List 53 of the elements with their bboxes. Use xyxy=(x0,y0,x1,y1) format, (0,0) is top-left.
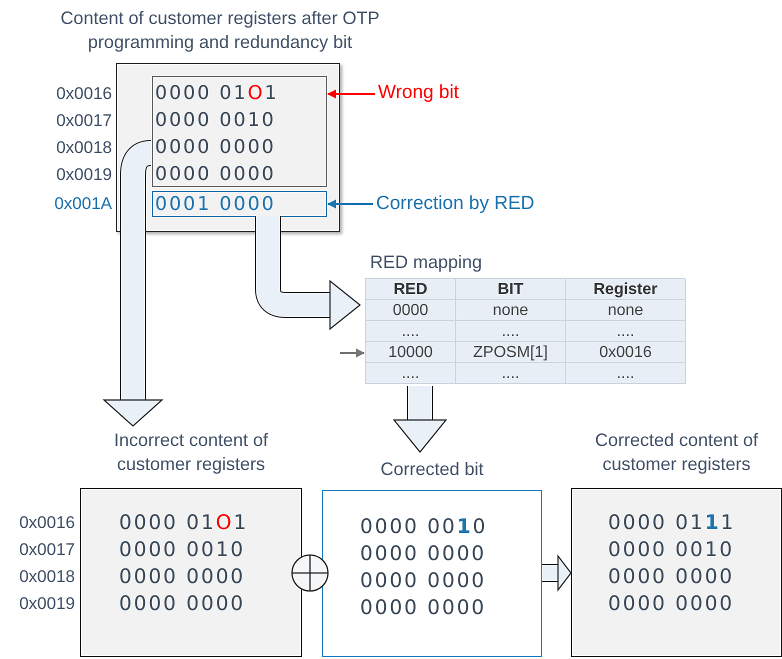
address-label: 0x0016 xyxy=(56,83,112,105)
table-value: .... xyxy=(366,321,456,342)
register-value: 0000 0000 xyxy=(155,135,276,160)
annotation-label: Correction by RED xyxy=(376,191,534,217)
address-label: 0x0016 xyxy=(19,512,75,534)
table-value: .... xyxy=(366,363,456,384)
arrow xyxy=(340,348,365,358)
panel-title: RED mapping xyxy=(369,251,484,274)
address-label: 0x0019 xyxy=(56,164,112,186)
table-value: .... xyxy=(566,321,686,342)
xor-symbol xyxy=(291,554,329,592)
arrow xyxy=(327,90,375,98)
register-value: 0000 0000 xyxy=(119,590,246,617)
register-value: 0000 0000 xyxy=(360,540,486,567)
table-value: ZPOSM[1] xyxy=(456,342,566,363)
table-value: 0x0016 xyxy=(566,342,686,363)
register-value: 0000 0000 xyxy=(360,567,486,594)
register-value: 0000 0000 xyxy=(360,594,486,621)
table-header: BIT xyxy=(456,279,566,300)
table-header: RED xyxy=(366,279,456,300)
table-value: 10000 xyxy=(366,342,456,363)
register-value: 0000 0010 xyxy=(155,108,276,133)
block-arrow xyxy=(102,140,164,427)
table-value: none xyxy=(566,300,686,321)
register-value: 0000 0010 xyxy=(608,536,734,563)
arrow xyxy=(327,200,373,208)
table-value: 0000 xyxy=(366,300,456,321)
table-value: .... xyxy=(456,363,566,384)
block-arrow xyxy=(255,216,361,330)
register-value: 0000 0000 xyxy=(608,590,734,617)
register-value: 0001 0000 xyxy=(155,192,276,216)
panel-title: Content of customer registers after OTP programming and redundancy bit xyxy=(59,7,381,54)
table-header: Register xyxy=(566,279,686,300)
address-label: 0x0019 xyxy=(19,593,75,615)
register-value: 0000 0010 xyxy=(119,536,246,563)
table-value: none xyxy=(456,300,566,321)
table-value: .... xyxy=(566,363,686,384)
table-value: .... xyxy=(456,321,566,342)
address-label: 0x0017 xyxy=(56,110,112,132)
register-value: 0000 0000 xyxy=(608,563,734,590)
block-arrow xyxy=(392,386,448,453)
panel-title: Corrected content of customer registers xyxy=(594,429,760,476)
panel-title: Corrected bit xyxy=(379,458,485,481)
address-label: 0x001A xyxy=(54,193,112,215)
address-label: 0x0017 xyxy=(19,539,75,561)
register-value: 0000 01O1 xyxy=(119,509,248,536)
address-label: 0x0018 xyxy=(19,566,75,588)
block-arrow xyxy=(542,554,572,592)
register-value: 0000 0000 xyxy=(155,162,276,187)
register-value: 0000 0000 xyxy=(119,563,246,590)
address-label: 0x0018 xyxy=(56,137,112,159)
annotation-label: Wrong bit xyxy=(378,80,459,106)
panel-title: Incorrect content of customer registers xyxy=(112,429,270,476)
